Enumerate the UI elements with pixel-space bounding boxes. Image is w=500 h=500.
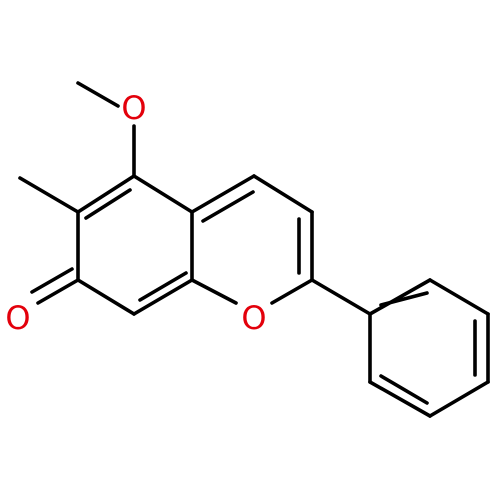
bond-ph-4-5 [428, 380, 490, 418]
bond-ph-1-2 [368, 278, 432, 316]
bond-c7-ketone-oxygen-b [30, 267, 74, 294]
bonds [18, 81, 490, 418]
ketone-oxygen-label: O [5, 299, 30, 337]
bond-c4a-c4 [190, 174, 256, 214]
bond-c8-c8a [132, 278, 194, 316]
bond-methyl-to-methoxy-oxygen [76, 81, 120, 108]
bond-c4a-c5 [132, 174, 194, 214]
bond-c8-c8a-inner [138, 271, 188, 302]
bond-c4a-c4-inner [201, 190, 255, 223]
bond-c4-c3 [252, 174, 314, 214]
atom-labels: O O O [5, 89, 266, 337]
bond-c5-c6-inner [84, 188, 132, 220]
bond-c6-methyl [18, 176, 80, 214]
bond-ring-oxygen-c8a [190, 278, 238, 305]
bond-ph-1-2-inner [379, 291, 429, 307]
bond-c2-phenyl [310, 278, 372, 316]
bond-c5-c6 [76, 174, 136, 214]
bond-ph-5-6 [368, 380, 432, 418]
bond-c7-c8 [76, 278, 136, 316]
methoxy-oxygen-label: O [121, 89, 146, 127]
bond-c7-ketone-oxygen-a [36, 278, 80, 305]
ring-oxygen-label: O [241, 299, 266, 337]
bond-ph-5-6-inner [379, 374, 429, 405]
bond-c2-ring-oxygen [270, 278, 314, 305]
bond-ph-2-3 [428, 278, 490, 316]
